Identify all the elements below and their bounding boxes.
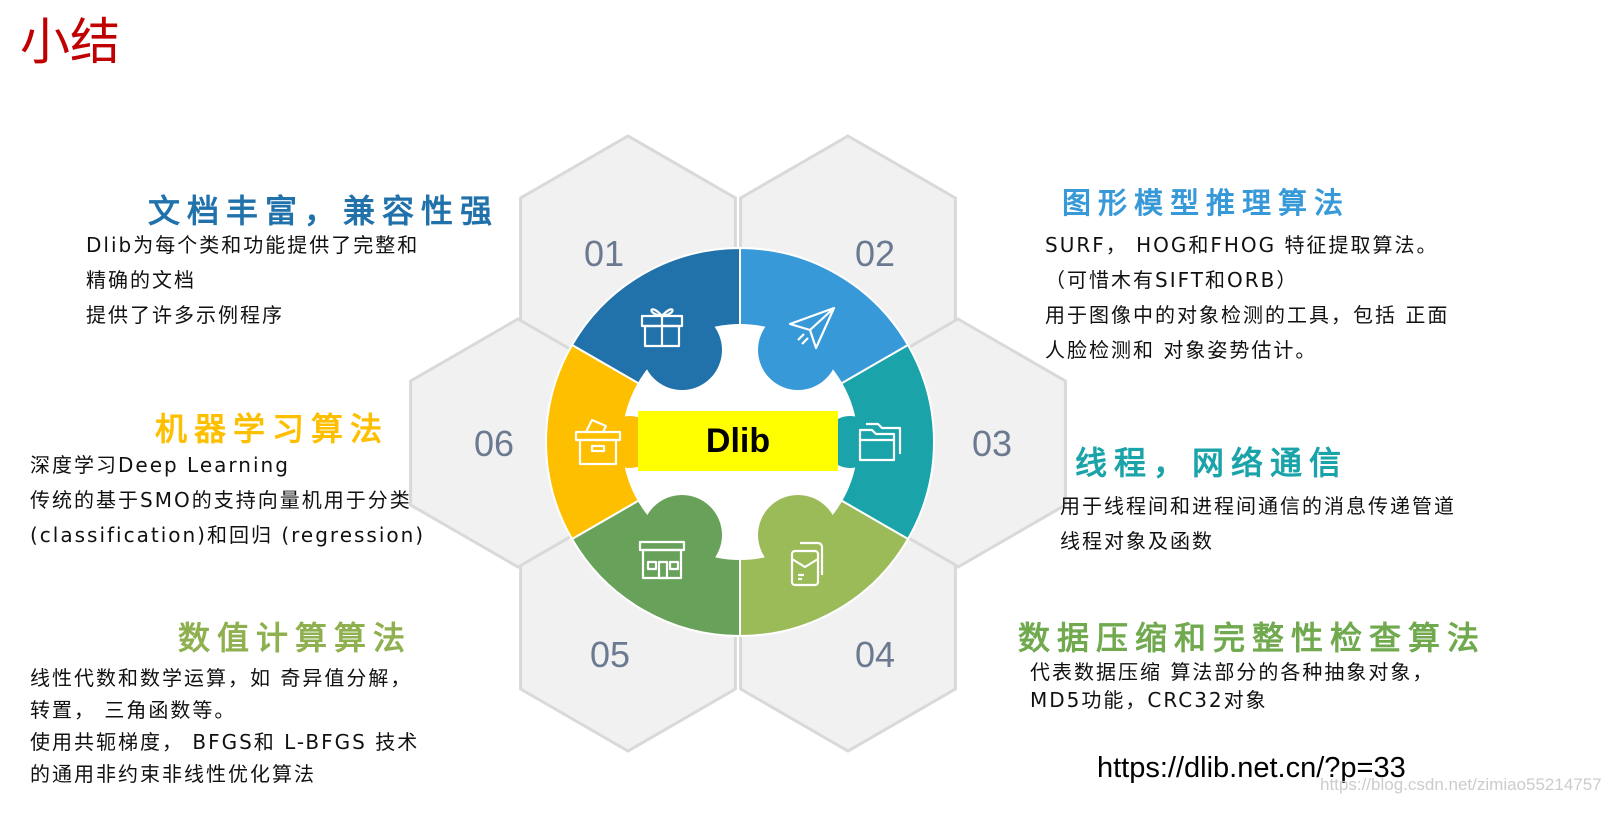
text-numerical: 线性代数和数学运算，如 奇异值分解， 转置， 三角函数等。 使用共轭梯度， BF… [30, 662, 419, 790]
text-line: 的通用非约束非线性优化算法 [30, 762, 316, 786]
text-threading-networking: 用于线程间和进程间通信的消息传递管道 线程对象及函数 [1060, 489, 1456, 559]
text-line: 使用共轭梯度， BFGS和 L-BFGS 技术 [30, 730, 420, 754]
text-line: 用于线程间和进程间通信的消息传递管道 [1060, 494, 1456, 518]
envelope-icon [790, 541, 824, 587]
segment-lobe [642, 495, 722, 575]
heading-compression-integrity: 数据压缩和完整性检查算法 [1018, 619, 1487, 657]
heading-graphical-models: 图形模型推理算法 [1062, 186, 1351, 220]
heading-documentation: 文档丰富，兼容性强 [148, 192, 500, 230]
text-line: 线性代数和数学运算，如 奇异值分解， [30, 666, 413, 690]
text-line: 精确的文档 [86, 268, 196, 292]
store-icon [638, 540, 686, 580]
text-line: (classification)和回归 (regression) [30, 523, 426, 547]
paper-plane-icon [788, 306, 836, 350]
segment-number-01: 01 [584, 233, 624, 274]
box-icon [574, 418, 622, 466]
heading-threading-networking: 线程，网络通信 [1075, 444, 1349, 482]
text-line: 提供了许多示例程序 [86, 303, 284, 327]
folder-icon [858, 422, 902, 462]
text-machine-learning: 深度学习Deep Learning 传统的基于SMO的支持向量机用于分类 (cl… [30, 448, 425, 553]
text-line: 转置， 三角函数等。 [30, 698, 237, 722]
dlib-url-link[interactable]: https://dlib.net.cn/?p=33 [1097, 752, 1406, 784]
text-line: 深度学习Deep Learning [30, 453, 290, 477]
segment-number-06: 06 [474, 423, 514, 464]
segment-number-02: 02 [855, 233, 895, 274]
text-line: SURF， HOG和FHOG 特征提取算法。 [1045, 233, 1439, 257]
watermark: https://blog.csdn.net/zimiao552147572 [1320, 775, 1601, 794]
text-line: 代表数据压缩 算法部分的各种抽象对象， [1030, 660, 1435, 684]
gift-icon [640, 308, 684, 348]
text-line: 用于图像中的对象检测的工具，包括 正面 [1045, 303, 1450, 327]
segment-lobe [758, 310, 838, 390]
text-line: （可惜木有SIFT和ORB） [1045, 268, 1299, 292]
text-documentation: Dlib为每个类和功能提供了完整和 精确的文档 提供了许多示例程序 [86, 228, 419, 333]
heading-machine-learning: 机器学习算法 [155, 410, 390, 448]
segment-number-04: 04 [855, 634, 895, 675]
slide-title: 小结 [20, 13, 120, 71]
dlib-center-label: Dlib [638, 411, 838, 471]
text-line: 传统的基于SMO的支持向量机用于分类 [30, 488, 412, 512]
text-line: MD5功能，CRC32对象 [1030, 688, 1268, 712]
text-line: 人脸检测和 对象姿势估计。 [1045, 338, 1318, 362]
segment-number-05: 05 [590, 634, 630, 675]
text-compression-integrity: 代表数据压缩 算法部分的各种抽象对象， MD5功能，CRC32对象 [1030, 658, 1434, 714]
segment-number-03: 03 [972, 423, 1012, 464]
heading-numerical: 数值计算算法 [178, 619, 413, 657]
text-graphical-models: SURF， HOG和FHOG 特征提取算法。 （可惜木有SIFT和ORB） 用于… [1045, 228, 1449, 368]
text-line: Dlib为每个类和功能提供了完整和 [86, 233, 420, 257]
center-label-text: Dlib [705, 421, 771, 460]
text-line: 线程对象及函数 [1060, 529, 1214, 553]
